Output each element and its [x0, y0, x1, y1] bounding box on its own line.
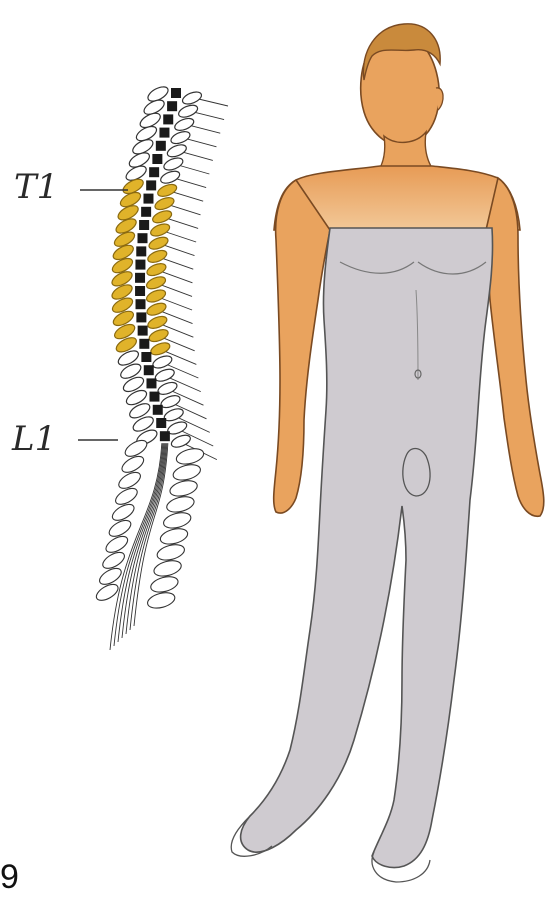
- cord-segment: [136, 312, 146, 322]
- cord-segment: [163, 114, 173, 124]
- cord-segment: [138, 326, 148, 336]
- cord-segment: [139, 339, 149, 349]
- cord-segment: [149, 167, 159, 177]
- cord-segment: [141, 352, 151, 362]
- vertebra-lower-right: [155, 542, 186, 563]
- vertebra-lower-right: [162, 510, 193, 531]
- vertebra-right: [151, 208, 173, 225]
- cord-segment: [146, 378, 156, 388]
- cord-segment: [135, 260, 145, 270]
- cord-segment: [137, 233, 147, 243]
- vertebra-lower-right: [159, 526, 190, 547]
- vertebra-right: [156, 380, 178, 397]
- t1-label: T1: [14, 167, 58, 207]
- vertebra-right: [181, 90, 203, 107]
- vertebra-lower-right: [165, 494, 196, 515]
- vertebra-right: [145, 274, 167, 291]
- cord-segment: [135, 273, 145, 283]
- vertebra-lower-right: [171, 462, 202, 483]
- cord-segment: [153, 405, 163, 415]
- cord-segment: [152, 154, 162, 164]
- vertebra-lower-right: [149, 574, 180, 595]
- vertebra-right: [146, 314, 168, 331]
- vertebra-right: [151, 354, 173, 371]
- vertebra-right: [159, 169, 181, 186]
- vertebra-right: [146, 248, 168, 265]
- vertebra-right: [162, 156, 184, 173]
- vertebra-right: [166, 142, 188, 159]
- vertebra-lower-right: [175, 446, 206, 467]
- vertebra-right: [148, 327, 170, 344]
- vertebra-right: [156, 182, 178, 199]
- genital-outline: [403, 449, 430, 497]
- cord-segment: [146, 180, 156, 190]
- right-arm: [486, 178, 544, 516]
- cord-segment: [141, 207, 151, 217]
- vertebra-right: [177, 103, 199, 120]
- vertebra-right: [149, 222, 171, 239]
- vertebra-right: [147, 235, 169, 252]
- left-arm: [274, 180, 330, 513]
- human-figure-icon: [231, 24, 544, 882]
- spine-diagram-icon: [94, 84, 228, 650]
- cord-segment: [156, 141, 166, 151]
- cord-segment: [144, 365, 154, 375]
- cord-segment: [149, 392, 159, 402]
- vertebra-lower-right: [168, 478, 199, 499]
- cord-segment: [139, 220, 149, 230]
- page-number: 9: [0, 858, 19, 896]
- cord-segment: [159, 128, 169, 138]
- vertebra-right: [145, 301, 167, 318]
- cord-segment: [143, 194, 153, 204]
- cord-segment: [136, 299, 146, 309]
- vertebra-lower-right: [146, 590, 177, 611]
- cord-segment: [136, 246, 146, 256]
- vertebra-right: [153, 195, 175, 212]
- vertebra-right: [154, 367, 176, 384]
- vertebra-lower-right: [152, 558, 183, 579]
- cord-segment: [167, 101, 177, 111]
- vertebra-right: [145, 261, 167, 278]
- cord-segment: [160, 431, 170, 441]
- vertebra-right: [169, 129, 191, 146]
- cord-segment: [156, 418, 166, 428]
- vertebra-right: [145, 288, 167, 305]
- cord-segment: [171, 88, 181, 98]
- cord-segment: [135, 286, 145, 296]
- l1-label: L1: [11, 419, 56, 459]
- vertebra-right: [170, 433, 192, 450]
- vertebra-right: [173, 116, 195, 133]
- vertebra-right: [149, 340, 171, 357]
